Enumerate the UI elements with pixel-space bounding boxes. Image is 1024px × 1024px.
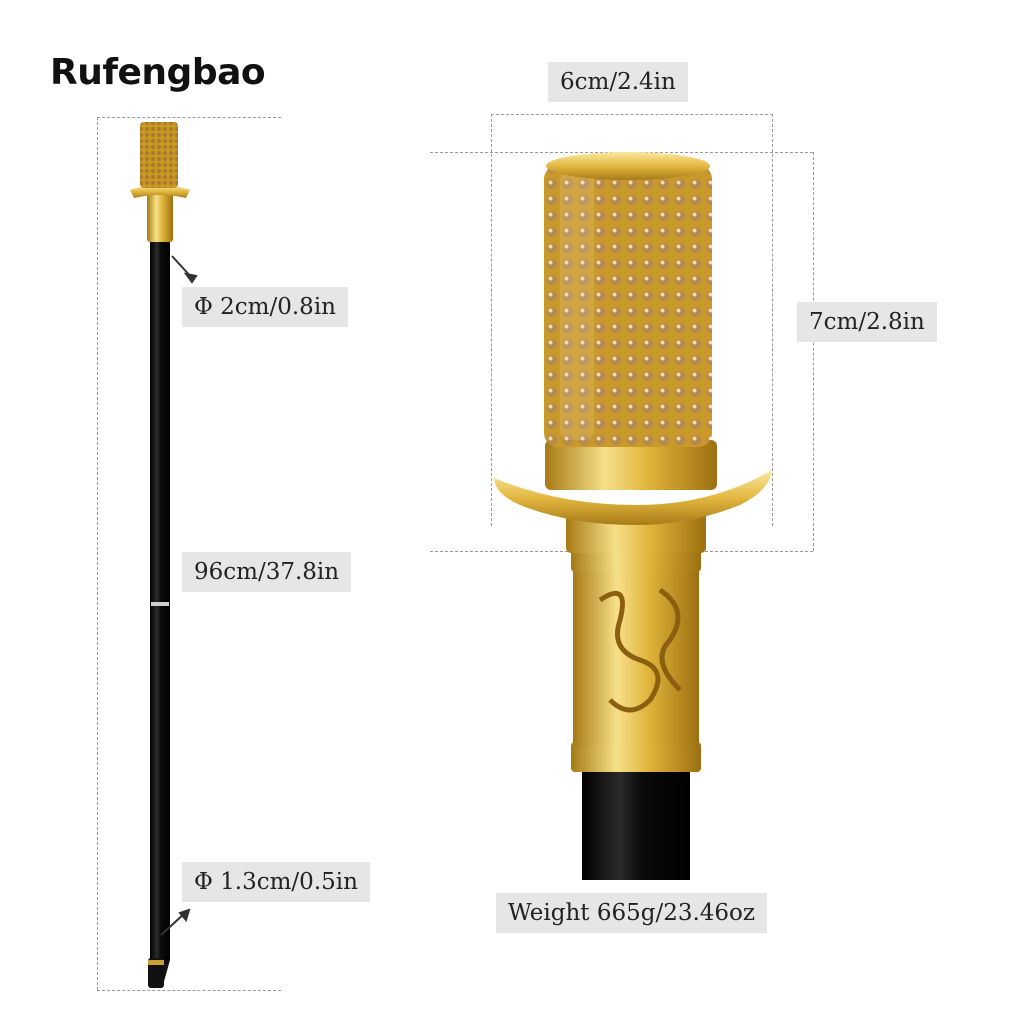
cane-tip-ring [148, 960, 164, 965]
width-top-guide [491, 114, 773, 115]
brand-logo: Rufengbao [50, 52, 266, 93]
weight-label: Weight 665g/23.46oz [496, 893, 768, 933]
closeup-engraving [598, 587, 682, 713]
closeup-ring-bottom [571, 742, 701, 772]
tip-diameter-label: Φ 1.3cm/0.5in [182, 862, 370, 902]
closeup-engraved-collar [573, 556, 699, 746]
cane-shaft [150, 240, 170, 960]
top-diameter-label: Φ 2cm/0.8in [182, 287, 348, 327]
cane-bottom-guide [97, 990, 281, 991]
closeup-cap [546, 152, 710, 180]
handle-closeup [494, 152, 772, 880]
length-label: 96cm/37.8in [182, 552, 352, 592]
closeup-base-band [545, 440, 717, 490]
width-right-guide [772, 114, 773, 526]
handle-width-label: 6cm/2.4in [548, 62, 688, 102]
closeup-shaft [582, 770, 690, 880]
cane-length-guide [97, 117, 98, 990]
cane-handle [140, 122, 178, 188]
closeup-ring-top [571, 550, 701, 572]
closeup-gem-highlight [560, 170, 594, 440]
height-right-guide [813, 152, 814, 551]
pointer-arrows [160, 255, 198, 936]
cane-tip [148, 958, 164, 988]
cane-top-guide [97, 117, 281, 118]
closeup-brim [494, 470, 772, 525]
handle-height-label: 7cm/2.8in [797, 302, 937, 342]
full-cane [130, 122, 190, 988]
cane-collar [147, 194, 173, 242]
cane-brim [130, 185, 190, 198]
width-left-guide [491, 114, 492, 526]
closeup-gem-cylinder [544, 165, 712, 447]
cane-joint [151, 602, 169, 606]
